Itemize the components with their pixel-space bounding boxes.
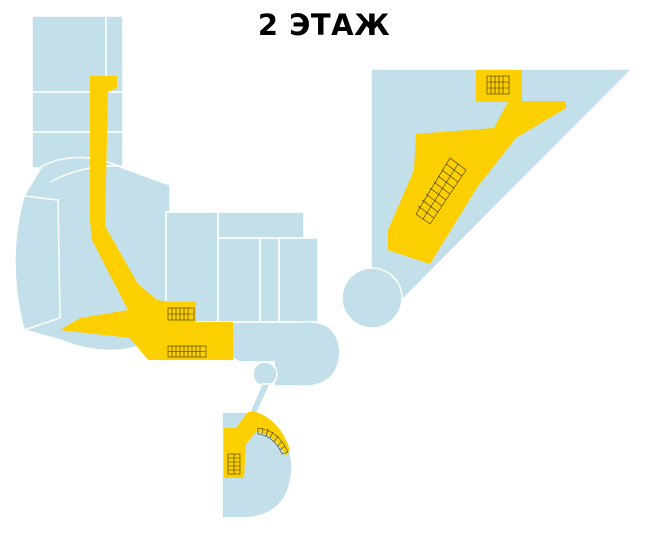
escalator-right-steps <box>417 163 463 220</box>
right-wing <box>341 68 634 329</box>
room-east-block-2[interactable] <box>217 211 305 239</box>
stair-4[interactable] <box>257 427 289 455</box>
stair-3-steps <box>228 454 240 474</box>
stair-2-steps <box>168 346 206 357</box>
stair-4-steps <box>261 427 286 451</box>
stair-5-steps <box>487 76 509 94</box>
room-west-hall[interactable] <box>14 195 61 331</box>
corridor-main[interactable] <box>60 76 233 360</box>
left-wing-corridor <box>60 76 233 360</box>
room-south-lobby[interactable] <box>231 320 341 387</box>
bottom-wing <box>221 383 293 519</box>
corridor-bottom[interactable] <box>224 412 290 478</box>
left-wing-stairs <box>167 307 207 358</box>
room-east-block-5[interactable] <box>278 237 319 323</box>
corridor-right[interactable] <box>388 70 566 264</box>
floor-title: 2 ЭТАЖ <box>257 8 391 42</box>
stair-1-steps <box>168 308 194 320</box>
room-small-rotunda[interactable] <box>252 361 278 387</box>
corridor-junction[interactable] <box>152 302 196 322</box>
room-right-rotunda[interactable] <box>341 267 403 329</box>
room-east-block-4[interactable] <box>259 237 280 323</box>
room-east-block-3[interactable] <box>217 237 261 323</box>
stair-5[interactable] <box>486 75 510 95</box>
